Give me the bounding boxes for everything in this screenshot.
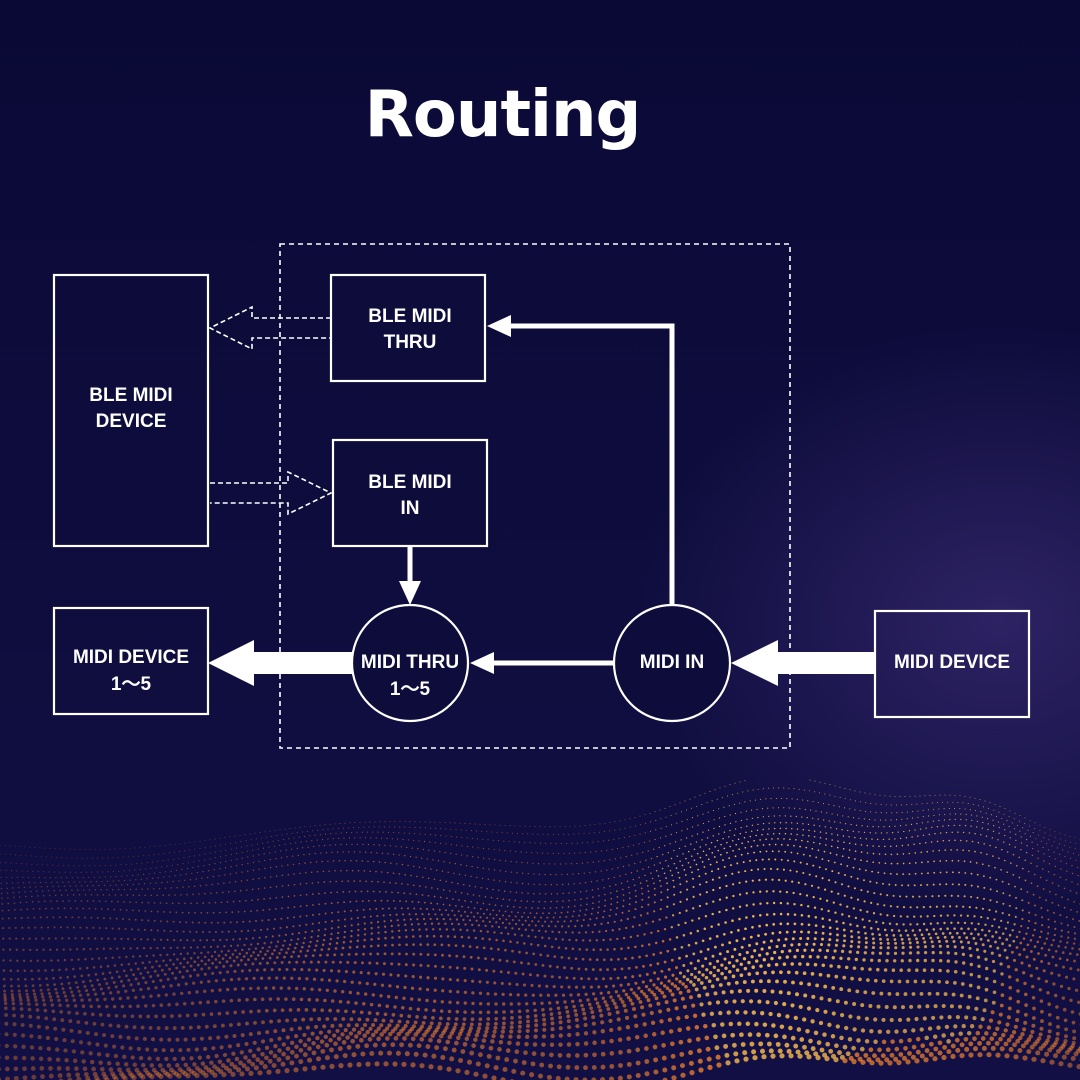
midi-thru-label-line2: 1～5 [390, 679, 431, 700]
edge-midi-in-to-midi-thru-arrowhead [470, 652, 494, 674]
edge-ble-device-to-ble-in [210, 470, 333, 516]
ble-midi-in-label-line2: IN [401, 498, 420, 519]
edge-device-to-midi-in-arrowhead [731, 640, 778, 686]
edge-ble-in-to-midi-thru-arrowhead [399, 581, 421, 605]
ble-midi-device-label-line1: BLE MIDI [89, 385, 172, 406]
midi-device-out-label-line2: 1～5 [111, 674, 152, 695]
edge-device-to-midi-in-shaft [776, 652, 875, 674]
midi-in-label: MIDI IN [640, 652, 704, 673]
midi-device-out-label-line1: MIDI DEVICE [73, 647, 189, 668]
node-ble-midi-in: BLE MIDI IN [331, 438, 489, 548]
ble-midi-device-label-line2: DEVICE [96, 411, 167, 432]
edge-midi-thru-to-device-arrowhead [208, 640, 254, 686]
node-midi-device-in: MIDI DEVICE [873, 609, 1031, 719]
particle-wave [0, 779, 1080, 1080]
ble-midi-in-label-line1: BLE MIDI [368, 472, 451, 493]
node-ble-midi-device: BLE MIDI DEVICE [52, 273, 210, 548]
page-title: Routing [364, 78, 642, 152]
edge-midi-in-to-ble-thru [510, 323, 675, 605]
device-boundary [279, 243, 791, 749]
midi-device-in-label: MIDI DEVICE [894, 652, 1010, 673]
node-ble-midi-thru: BLE MIDI THRU [329, 273, 487, 383]
edge-ble-thru-to-ble-device [208, 305, 331, 351]
ble-midi-thru-label-line2: THRU [384, 332, 437, 353]
edge-midi-in-to-ble-thru-arrowhead [487, 315, 511, 337]
edge-midi-thru-to-device-shaft [252, 652, 353, 674]
node-midi-in: MIDI IN [612, 603, 732, 723]
midi-thru-label-line1: MIDI THRU [361, 652, 459, 673]
node-midi-thru: MIDI THRU 1～5 [350, 603, 470, 723]
node-midi-device-out: MIDI DEVICE 1～5 [52, 606, 210, 716]
ble-midi-thru-label-line1: BLE MIDI [368, 306, 451, 327]
